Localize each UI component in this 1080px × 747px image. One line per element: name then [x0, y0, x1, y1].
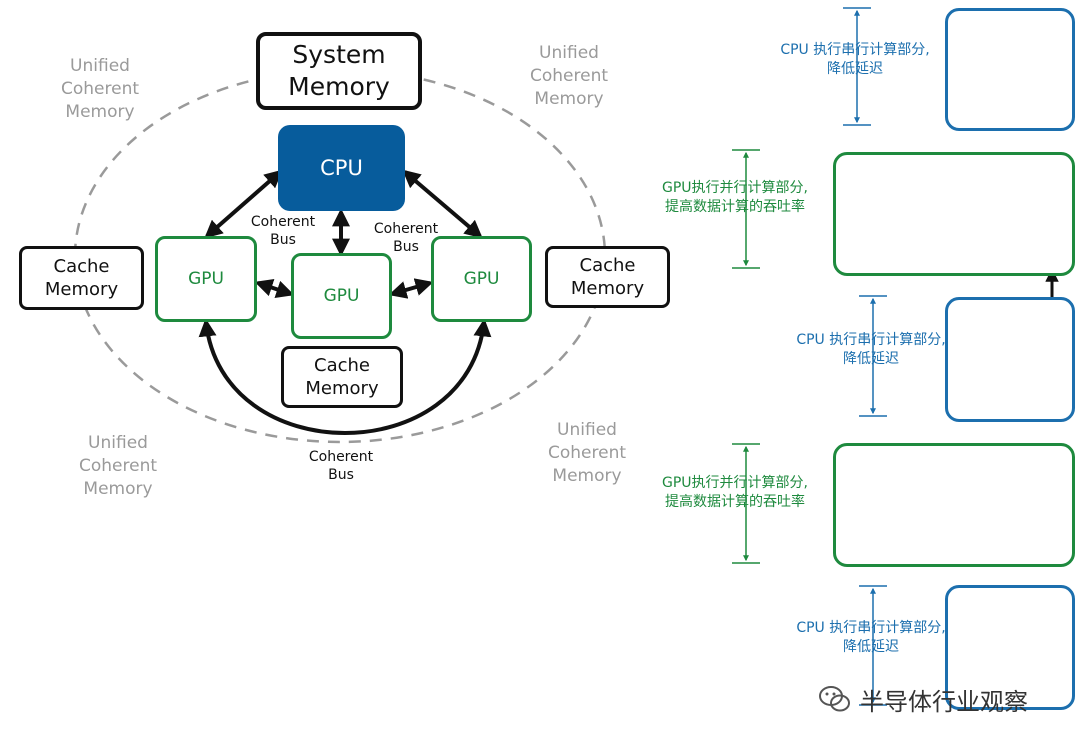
cache-memory-label-bottom: Cache Memory [305, 355, 379, 399]
dimension-marker-5 [859, 585, 887, 706]
dimension-marker-4 [732, 443, 760, 564]
timeline-gpu-text-2: GPU执行并行计算部分, 提高数据计算的吞吐率 [662, 475, 808, 510]
unified-label-top-left: Unified Coherent Memory [60, 56, 140, 122]
timeline-dimension-markers [732, 7, 887, 706]
timeline-gpu-panel-1 [833, 152, 1075, 276]
timeline-gpu-panel-2 [833, 443, 1075, 567]
timeline-cpu-panel-1 [945, 8, 1075, 131]
cache-memory-label-right: Cache Memory [570, 255, 645, 299]
coherent-bus-label-left: Coherent Bus [250, 214, 316, 248]
gpu-box-left: GPU [155, 236, 257, 322]
gpu-box-center: GPU [291, 253, 392, 339]
coherent-bus-label-right: Coherent Bus [373, 221, 439, 255]
gpu-label-center: GPU [323, 286, 360, 306]
coherent-bus-arc [198, 318, 492, 435]
timeline-cpu-panel-3 [945, 585, 1075, 710]
timeline-gpu-text-1: GPU执行并行计算部分, 提高数据计算的吞吐率 [662, 180, 808, 215]
timeline-cpu-text-3: CPU 执行串行计算部分, 降低延迟 [796, 620, 946, 655]
timeline-cpu-panel-2 [945, 297, 1075, 422]
gpu-box-right: GPU [431, 236, 532, 322]
cpu-label: CPU [320, 156, 363, 180]
gpu-label-left: GPU [188, 269, 224, 289]
cpu-box: CPU [278, 125, 405, 211]
cache-memory-label-left: Cache Memory [44, 256, 119, 300]
system-memory-label: System Memory [288, 40, 390, 101]
unified-label-top-right: Unified Coherent Memory [529, 43, 609, 109]
coherent-bus-label-bottom: Coherent Bus [308, 449, 374, 483]
gpu-center-right-arrow [388, 278, 434, 299]
dimension-marker-3 [859, 295, 887, 417]
unified-label-bottom-left: Unified Coherent Memory [78, 433, 158, 499]
cpu-gpu-left-arrow [204, 169, 283, 239]
cache-memory-box-left: Cache Memory [19, 246, 144, 310]
gpu-left-center-arrow [254, 279, 295, 298]
gpu-label-right: GPU [463, 269, 500, 289]
dimension-marker-1 [843, 7, 871, 126]
system-memory-box: System Memory [256, 32, 422, 110]
cache-memory-box-bottom: Cache Memory [281, 346, 403, 408]
cache-memory-box-right: Cache Memory [545, 246, 670, 308]
cpu-gpu-right-arrow [402, 169, 483, 239]
timeline-cpu-text-1: CPU 执行串行计算部分, 降低延迟 [780, 42, 930, 77]
watermark-text: 半导体行业观察 [860, 687, 1028, 716]
timeline-cpu-text-2: CPU 执行串行计算部分, 降低延迟 [796, 332, 946, 367]
watermark: 半导体行业观察 [818, 682, 1028, 716]
wechat-icon [819, 686, 850, 712]
unified-label-bottom-right: Unified Coherent Memory [547, 420, 627, 486]
dimension-marker-2 [732, 149, 760, 269]
